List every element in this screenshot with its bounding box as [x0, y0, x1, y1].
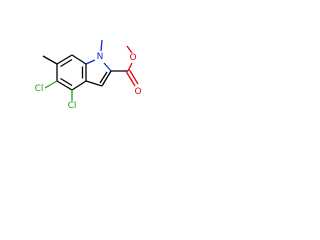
bond-n1-c2 [103, 62, 112, 72]
bond-c7-c6 [56, 54, 73, 65]
nitrogen-atom-label: N [96, 52, 104, 62]
bond-c5-c4 [56, 80, 73, 91]
bond-carbonyl-c-o-ester [127, 62, 133, 72]
bond-n1-methyl [100, 39, 103, 52]
bond-carbonyl-double-b [128, 69, 139, 85]
molecule-diagram: N O O Cl Cl [0, 0, 152, 152]
bond-c4-c3a [71, 80, 87, 91]
bond-c7-c6-inner [60, 58, 73, 68]
carbonyl-oxygen-label: O [133, 87, 143, 97]
bond-o-methyl [126, 45, 133, 54]
chlorine-atom-label-c4: Cl [67, 101, 77, 111]
bond-carbonyl-double-a [125, 71, 136, 87]
ester-oxygen-label: O [128, 53, 138, 63]
bond-c7a-c7 [71, 54, 87, 65]
bond-c5-cl [44, 80, 58, 89]
bond-c7a-n1 [85, 59, 96, 65]
bond-c6-methyl [42, 55, 58, 65]
bond-c3-c3a [85, 80, 103, 87]
bond-c5-c4-inner [60, 77, 73, 87]
bond-c2-c3 [101, 70, 112, 87]
structure-drawing [42, 39, 139, 101]
chlorine-atom-label-c5: Cl [34, 84, 44, 94]
bond-c2-c3-inner [99, 71, 108, 84]
